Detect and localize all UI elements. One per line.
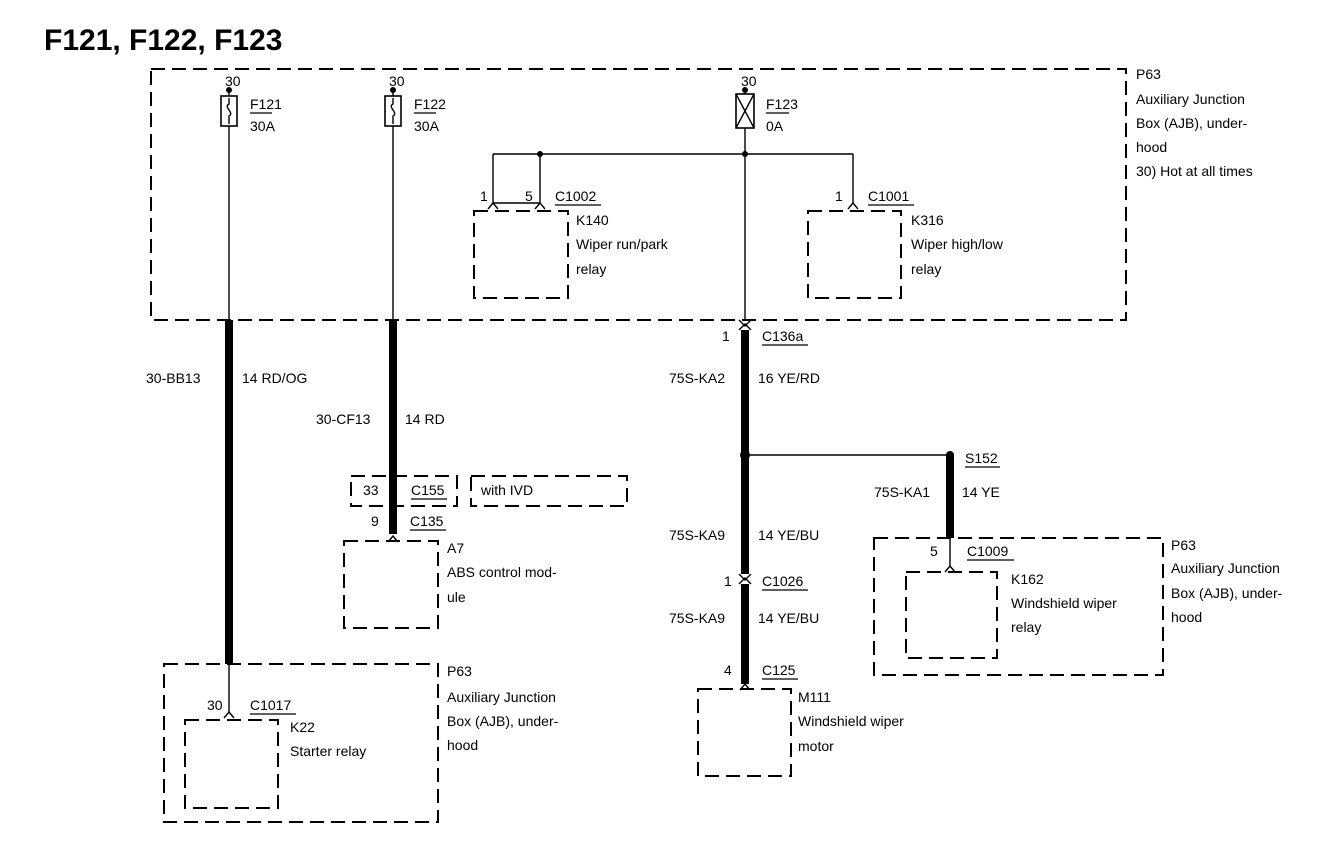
svg-text:Windshield wiper: Windshield wiper: [798, 713, 904, 729]
wire-30-cf13: 30-CF13 14 RD: [316, 320, 445, 534]
svg-text:motor: motor: [798, 738, 834, 754]
svg-text:1: 1: [480, 188, 488, 204]
svg-text:C125: C125: [762, 662, 796, 678]
svg-text:5: 5: [930, 543, 938, 559]
fuse-f123: 30 F123 0A: [735, 73, 798, 134]
svg-text:30-CF13: 30-CF13: [316, 411, 371, 427]
svg-text:33: 33: [363, 482, 379, 498]
svg-text:K140: K140: [576, 212, 609, 228]
svg-text:30-BB13: 30-BB13: [146, 370, 201, 386]
wire-75s-ka9-lower: 75S-KA9 14 YE/BU: [669, 584, 819, 684]
ajb-main-label: P63 Auxiliary Junction Box (AJB), under-…: [1136, 66, 1253, 179]
svg-text:75S-KA9: 75S-KA9: [669, 527, 725, 543]
ajb-wiper-relay-box: P63 Auxiliary Junction Box (AJB), under-…: [873, 537, 1283, 676]
svg-text:Starter relay: Starter relay: [290, 743, 366, 759]
svg-text:ABS control mod-: ABS control mod-: [447, 564, 557, 580]
svg-text:F123: F123: [766, 96, 798, 112]
svg-text:Box (AJB), under-: Box (AJB), under-: [1136, 115, 1248, 131]
svg-text:1: 1: [724, 573, 732, 589]
svg-text:0A: 0A: [766, 118, 784, 134]
svg-text:9: 9: [371, 513, 379, 529]
svg-text:16 YE/RD: 16 YE/RD: [758, 370, 820, 386]
svg-text:4: 4: [724, 662, 732, 678]
svg-text:C1002: C1002: [555, 188, 596, 204]
svg-text:C1017: C1017: [250, 697, 291, 713]
relay-k140: 1 5 C1002 K140 Wiper run/park relay: [473, 188, 669, 299]
ajb-main-box: [150, 68, 1127, 321]
svg-text:75S-KA2: 75S-KA2: [669, 370, 725, 386]
svg-text:hood: hood: [1171, 609, 1202, 625]
wire-75s-ka1: 75S-KA1 14 YE: [874, 455, 1000, 538]
splice-s152: S152: [740, 450, 1000, 468]
svg-text:5: 5: [525, 188, 533, 204]
svg-text:K22: K22: [290, 719, 315, 735]
motor-m111: 4 C125 M111 Windshield wiper motor: [697, 662, 904, 777]
wire-30-bb13: 30-BB13 14 RD/OG: [146, 320, 307, 664]
svg-text:1: 1: [835, 188, 843, 204]
svg-text:C155: C155: [411, 482, 445, 498]
svg-text:14 YE/BU: 14 YE/BU: [758, 610, 819, 626]
svg-text:Box (AJB), under-: Box (AJB), under-: [1171, 585, 1283, 601]
svg-text:1: 1: [722, 328, 730, 344]
svg-text:Wiper high/low: Wiper high/low: [911, 236, 1004, 252]
svg-text:C135: C135: [410, 513, 444, 529]
svg-text:relay: relay: [911, 261, 941, 277]
svg-text:M111: M111: [798, 689, 831, 705]
module-a7-abs: 9 C135 A7 ABS control mod- ule: [343, 513, 557, 629]
svg-text:K316: K316: [911, 212, 944, 228]
svg-text:30: 30: [207, 697, 223, 713]
svg-text:P63: P63: [1171, 537, 1196, 553]
svg-text:30) Hot at all times: 30) Hot at all times: [1136, 163, 1253, 179]
fuse-f122: 30 F122 30A: [384, 73, 446, 134]
svg-text:P63: P63: [447, 663, 472, 679]
svg-text:Box (AJB), under-: Box (AJB), under-: [447, 713, 559, 729]
relay-k316: 1 C1001 K316 Wiper high/low relay: [807, 188, 1004, 299]
svg-text:C1026: C1026: [762, 573, 803, 589]
svg-text:relay: relay: [1011, 619, 1041, 635]
connector-c155: 33 C155 with IVD: [350, 475, 628, 507]
ajb-starter-box: P63 Auxiliary Junction Box (AJB), under-…: [163, 663, 559, 823]
svg-text:30A: 30A: [250, 118, 276, 134]
svg-text:Wiper run/park: Wiper run/park: [576, 236, 669, 252]
svg-text:14 YE: 14 YE: [962, 484, 1000, 500]
svg-text:14 YE/BU: 14 YE/BU: [758, 527, 819, 543]
svg-text:30A: 30A: [414, 118, 440, 134]
svg-text:C136a: C136a: [762, 328, 803, 344]
svg-text:F122: F122: [414, 96, 446, 112]
svg-text:P63: P63: [1136, 66, 1161, 82]
svg-text:ule: ule: [447, 589, 466, 605]
svg-text:F121: F121: [250, 96, 282, 112]
svg-text:S152: S152: [965, 450, 998, 466]
connector-c1026: 1 C1026: [724, 573, 808, 591]
svg-text:30: 30: [389, 73, 405, 89]
wire-75s-ka9-upper: 75S-KA9 14 YE/BU: [669, 455, 819, 574]
svg-text:C1001: C1001: [868, 188, 909, 204]
svg-text:30: 30: [741, 73, 757, 89]
svg-text:Auxiliary Junction: Auxiliary Junction: [1136, 91, 1245, 107]
svg-text:14 RD: 14 RD: [405, 411, 445, 427]
svg-text:Auxiliary Junction: Auxiliary Junction: [447, 689, 556, 705]
ajb-internal-wires: [228, 126, 854, 320]
svg-text:Auxiliary Junction: Auxiliary Junction: [1171, 560, 1280, 576]
svg-text:C1009: C1009: [967, 543, 1008, 559]
svg-text:75S-KA9: 75S-KA9: [669, 610, 725, 626]
connector-c136a: 1 C136a: [722, 319, 808, 346]
svg-text:A7: A7: [447, 540, 464, 556]
svg-text:14 RD/OG: 14 RD/OG: [242, 370, 307, 386]
svg-text:hood: hood: [1136, 139, 1167, 155]
fuse-f121: 30 F121 30A: [220, 73, 282, 134]
svg-text:Windshield wiper: Windshield wiper: [1011, 595, 1117, 611]
svg-text:30: 30: [225, 73, 241, 89]
svg-text:75S-KA1: 75S-KA1: [874, 484, 930, 500]
svg-text:with IVD: with IVD: [480, 482, 533, 498]
svg-text:K162: K162: [1011, 571, 1044, 587]
diagram-title: F121, F122, F123: [44, 24, 282, 57]
svg-text:hood: hood: [447, 737, 478, 753]
svg-text:relay: relay: [576, 261, 606, 277]
wire-75s-ka2: 75S-KA2 16 YE/RD: [669, 330, 820, 455]
